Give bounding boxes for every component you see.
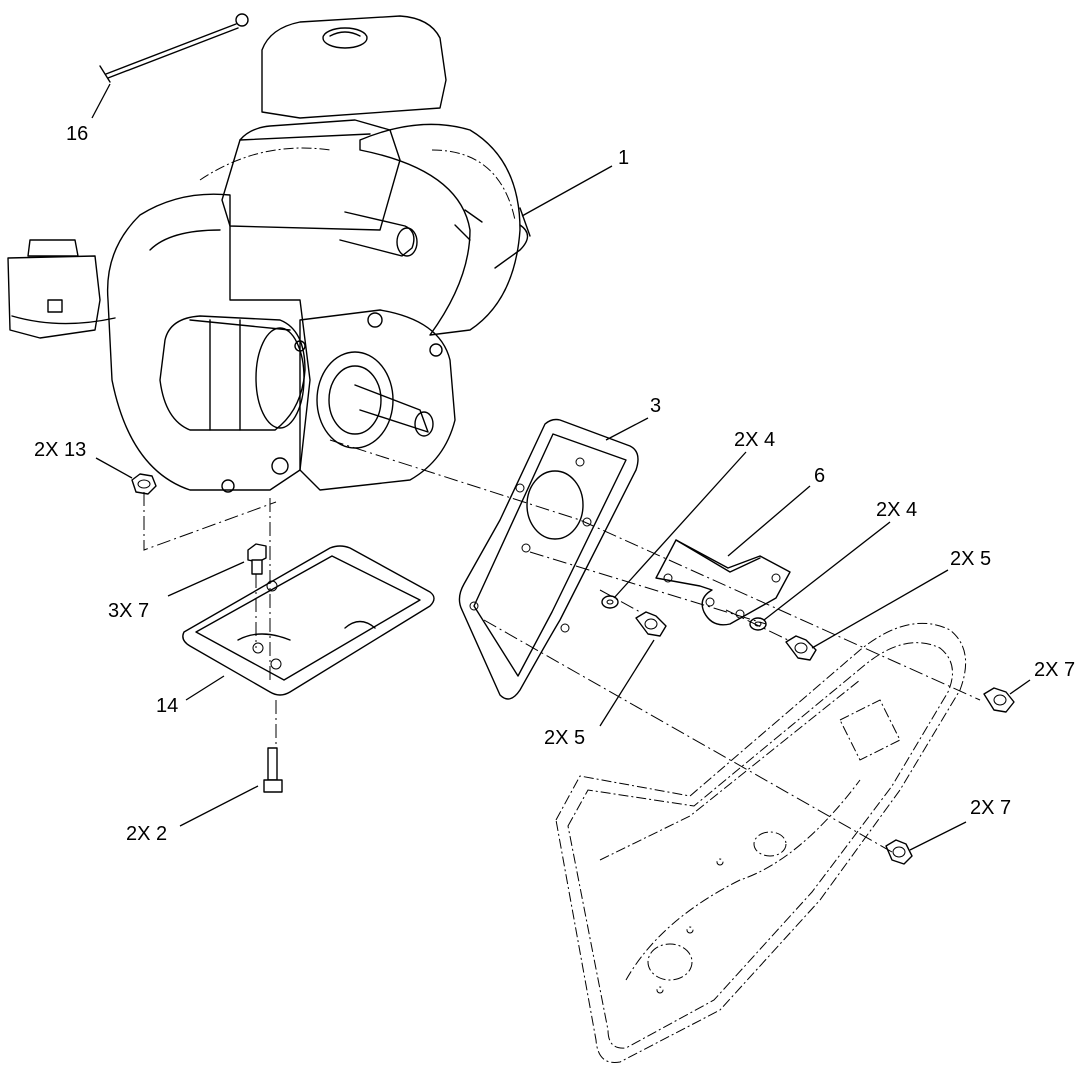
- flange-nut-13: [131, 473, 157, 495]
- wire-tie-16: [99, 13, 249, 83]
- callout-2x-7-lower: 2X 7: [970, 797, 1011, 819]
- leader-lines: [91, 83, 1031, 851]
- callout-2x-5-lower: 2X 5: [544, 727, 585, 749]
- callout-6: 6: [814, 465, 825, 487]
- callout-3x-7: 3X 7: [108, 600, 149, 622]
- screw-2x-5-right: [785, 635, 817, 661]
- callout-3: 3: [650, 395, 661, 417]
- callout-1: 1: [618, 147, 629, 169]
- callout-labels: 16 1 3 2X 13 2X 4 6 2X 4 2X 5 3X 7 2X 7 …: [34, 123, 1075, 845]
- callout-14: 14: [156, 695, 178, 717]
- callout-2x-4-right: 2X 4: [876, 499, 917, 521]
- callout-2x-4-left: 2X 4: [734, 429, 775, 451]
- bracket-6: [655, 539, 791, 626]
- belt-cover-ghost: [555, 622, 967, 1064]
- callout-2x-5-right: 2X 5: [950, 548, 991, 570]
- bolt-3x-7: [247, 543, 267, 575]
- mounting-plate-3: [458, 418, 639, 700]
- engine-assembly: [7, 15, 531, 493]
- washer-2x-4-left: [601, 595, 619, 609]
- callout-2x-7-upper: 2X 7: [1034, 659, 1075, 681]
- flange-bolt-2x-7-upper: [983, 687, 1015, 713]
- flange-bolt-2x-7-lower: [885, 839, 913, 865]
- screw-2x-5-left: [635, 611, 667, 637]
- base-plate-14: [182, 545, 435, 696]
- assembly-centerlines: [143, 439, 981, 853]
- callout-16: 16: [66, 123, 88, 145]
- bolt-2x-2: [263, 747, 283, 793]
- callout-2x-2: 2X 2: [126, 823, 167, 845]
- washer-2x-4-right: [749, 617, 767, 631]
- callout-2x-13: 2X 13: [34, 439, 86, 461]
